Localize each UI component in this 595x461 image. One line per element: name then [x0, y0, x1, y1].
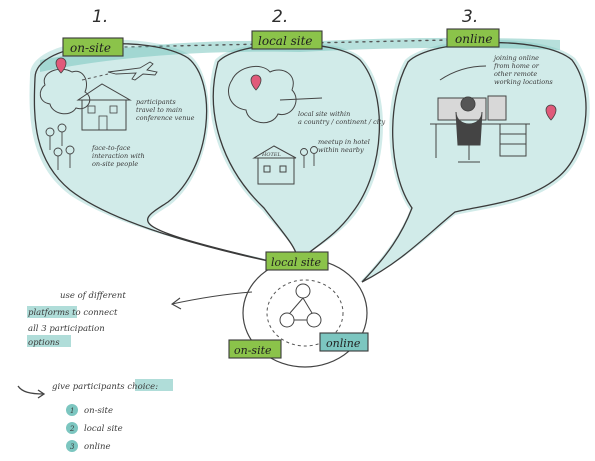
- world-blob: [39, 68, 91, 115]
- arrow-online-icon: [439, 65, 487, 81]
- local-pin-icon: [250, 74, 262, 91]
- hub-label-local-site: local site: [265, 251, 329, 271]
- highlight-choice: [135, 379, 173, 391]
- platforms-note-3: all 3 participation: [28, 324, 105, 334]
- map-pin-icon: [55, 57, 67, 74]
- online-note-1: joining online: [492, 54, 539, 62]
- hotel-sign: HOTEL: [261, 152, 281, 158]
- on-site-note-1: participants: [136, 98, 176, 106]
- face-to-face-note-1: face-to-face: [91, 144, 131, 152]
- svg-text:3: 3: [70, 443, 75, 451]
- local-meet-note-2: within nearby: [318, 146, 364, 154]
- hub-label-online: online: [319, 332, 369, 352]
- svg-text:online: online: [326, 337, 361, 350]
- bubble-local-site: [209, 41, 383, 264]
- svg-text:online: online: [455, 32, 492, 46]
- face-to-face-note-3: on-site people: [92, 160, 138, 168]
- region-map: [228, 65, 297, 124]
- desk-worker-icon: [430, 95, 530, 163]
- online-note-2: from home or: [493, 62, 540, 70]
- choice-item-2: 2 local site: [66, 422, 123, 434]
- local-meet-note-1: meetup in hotel: [318, 138, 370, 146]
- choice-item-3: 3 online: [66, 440, 111, 452]
- svg-text:local site: local site: [271, 256, 321, 269]
- travel-line: [81, 73, 109, 81]
- arrow-to-note-icon: [279, 97, 323, 101]
- on-site-note-3: conference venue: [136, 114, 195, 122]
- step-2-number: 2.: [272, 7, 288, 27]
- svg-text:online: online: [84, 442, 111, 452]
- choice-item-1: 1 on-site: [66, 404, 113, 416]
- label-local-site: local site: [251, 30, 323, 50]
- hub-label-on-site: on-site: [228, 339, 282, 359]
- bubble-on-site: [29, 39, 283, 265]
- on-site-note-2: travel to main: [136, 106, 182, 114]
- step-3-number: 3.: [462, 7, 478, 27]
- bubble-online: [360, 39, 590, 283]
- hotel-icon: [252, 145, 297, 185]
- teal-connection-band: [40, 37, 560, 72]
- label-online: online: [446, 28, 500, 48]
- svg-text:on-site: on-site: [84, 406, 113, 416]
- local-people-icon: [300, 146, 318, 168]
- people-group-icon: [45, 123, 75, 170]
- conference-house-icon: [76, 83, 132, 131]
- svg-text:local site: local site: [84, 424, 123, 434]
- svg-text:2: 2: [69, 425, 75, 433]
- highlight-platforms: [27, 306, 77, 318]
- online-note-4: working locations: [494, 78, 553, 86]
- online-note-3: other remote: [494, 70, 537, 78]
- svg-text:on-site: on-site: [70, 41, 111, 55]
- local-note-2: a country / continent / city: [298, 118, 385, 126]
- svg-text:on-site: on-site: [234, 344, 272, 357]
- arrow-left-icon: [170, 291, 253, 310]
- highlight-options: [27, 335, 71, 347]
- step-1-number: 1.: [92, 7, 108, 27]
- hub-node-icons: [279, 283, 322, 328]
- choice-title: give participants choice:: [52, 382, 158, 392]
- hook-arrow-icon: [17, 385, 46, 399]
- local-note-1: local site within: [298, 110, 350, 118]
- platforms-note-1: use of different: [60, 291, 126, 301]
- face-to-face-note-2: interaction with: [92, 152, 145, 160]
- platforms-note-4: options: [28, 338, 60, 348]
- remote-pin-icon: [545, 104, 557, 121]
- platforms-note-2: platforms to connect: [28, 308, 118, 318]
- svg-text:local site: local site: [258, 34, 313, 48]
- label-on-site: on-site: [62, 37, 124, 57]
- svg-text:1: 1: [70, 407, 74, 415]
- plane-icon: [107, 61, 158, 81]
